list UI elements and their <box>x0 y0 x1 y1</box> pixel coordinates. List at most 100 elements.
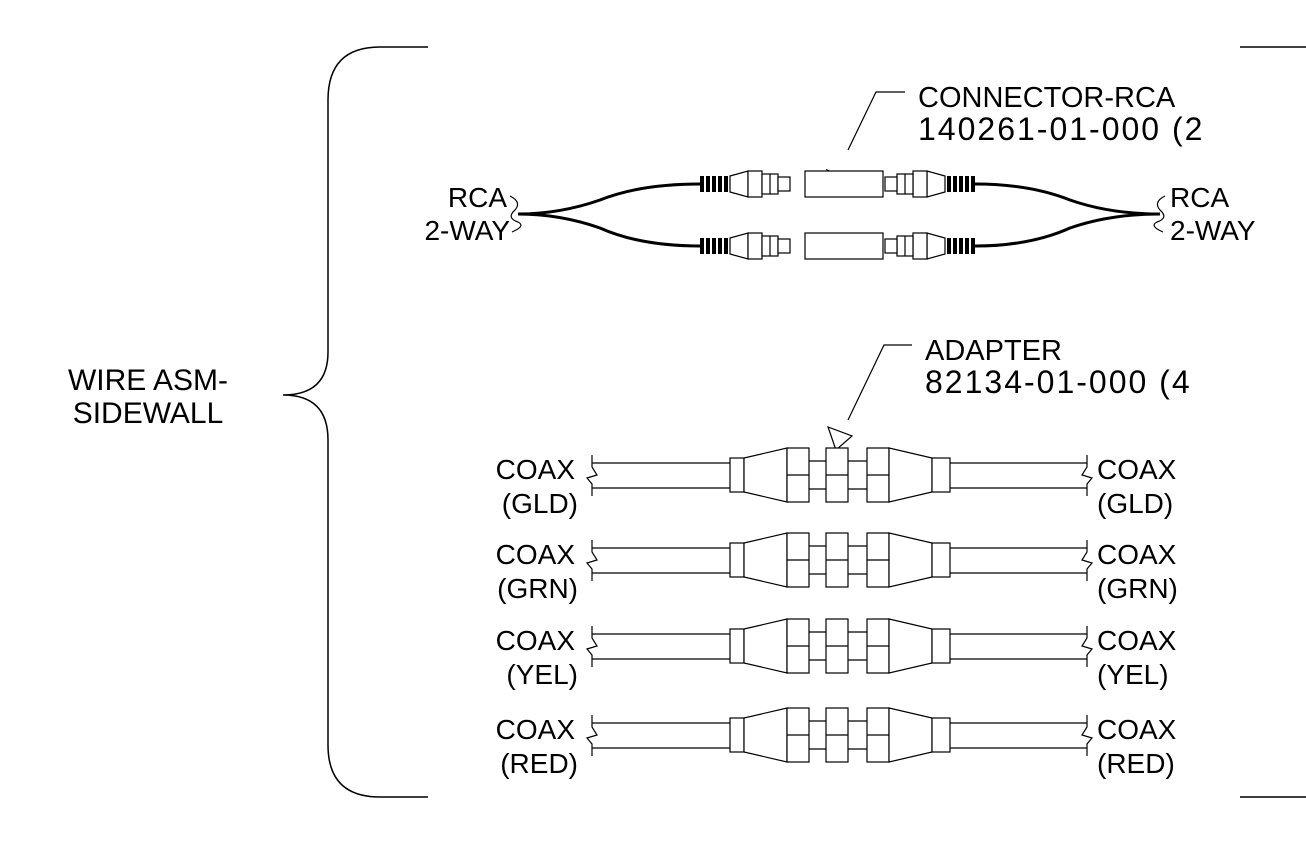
adapter-end-left <box>729 628 745 664</box>
adapter-taper-left <box>743 532 788 588</box>
plug-rib <box>959 176 963 192</box>
coax-cable-left <box>592 633 730 660</box>
plug-pin <box>884 176 898 192</box>
rca-callout-leader <box>847 91 905 151</box>
coax-row: COAX(RED)COAX(RED) <box>496 707 1177 779</box>
adapter-callout-leader <box>847 344 912 421</box>
group-label-line2: SIDEWALL <box>73 397 224 430</box>
plug-grip <box>912 232 928 260</box>
adapter-end-right <box>931 542 951 578</box>
rca-wire-right <box>974 182 1161 248</box>
plug-rib <box>712 238 716 254</box>
coax-right-break <box>1081 626 1094 667</box>
rca-plug <box>884 232 975 260</box>
plug-rib <box>706 238 710 254</box>
plug-rib <box>947 238 951 254</box>
adapter-end-right <box>931 628 951 664</box>
adapter-taper-left <box>743 447 788 503</box>
right-bracket <box>1240 46 1306 798</box>
coax-left-label: COAX <box>496 454 576 485</box>
rca-coupler <box>804 232 884 260</box>
coax-right-break <box>1081 715 1094 756</box>
coax-right-color: (GRN) <box>1097 573 1178 604</box>
rca-cable-assembly <box>517 170 1161 260</box>
plug-rib <box>724 238 728 254</box>
adapter-taper-left <box>743 618 788 674</box>
coax-right-color: (RED) <box>1097 748 1175 779</box>
plug-rib <box>712 176 716 192</box>
coax-row: COAX(YEL)COAX(YEL) <box>496 618 1177 690</box>
coax-right-break <box>1081 455 1094 496</box>
adapter-taper-left <box>743 707 788 763</box>
rca-callout-part: 140261-01-000 (2 <box>918 111 1204 147</box>
coax-cable-left <box>592 547 730 574</box>
rca-left-line1: RCA <box>448 182 507 213</box>
adapter-neck <box>809 720 867 750</box>
rca-plug <box>700 232 791 260</box>
plug-rib <box>718 176 722 192</box>
rca-left-break-mark <box>509 195 522 233</box>
coax-left-break <box>585 715 598 756</box>
plug-grip <box>747 232 763 260</box>
plug-rib <box>953 238 957 254</box>
adapter-callout-part: 82134-01-000 (4 <box>925 364 1192 400</box>
plug-grip <box>912 170 928 198</box>
plug-rib <box>706 176 710 192</box>
plug-rib <box>959 238 963 254</box>
coax-right-label: COAX <box>1097 454 1177 485</box>
plug-pin <box>777 176 791 192</box>
adapter-callout-arrowhead <box>827 425 854 452</box>
coax-right-break <box>1081 540 1094 581</box>
rca-callout-name: CONNECTOR-RCA <box>918 82 1176 114</box>
plug-rib <box>700 238 704 254</box>
coax-cable-right <box>950 547 1087 574</box>
plug-taper <box>926 232 946 260</box>
rca-left-line2: 2-WAY <box>424 215 510 246</box>
adapter-taper-right <box>888 707 933 763</box>
adapter-neck <box>809 460 867 490</box>
coax-cable-left <box>592 722 730 749</box>
rca-plug <box>884 170 975 198</box>
plug-pin <box>777 238 791 254</box>
plug-taper <box>729 232 749 260</box>
plug-rib <box>947 176 951 192</box>
coax-left-break <box>585 540 598 581</box>
adapter-neck <box>809 545 867 575</box>
coax-left-color: (GRN) <box>497 573 578 604</box>
coax-left-label: COAX <box>496 714 576 745</box>
coax-cable-left <box>592 462 730 489</box>
coax-cable-assemblies: COAX(GLD)COAX(GLD)COAX(GRN)COAX(GRN)COAX… <box>496 447 1178 779</box>
adapter-end-left <box>729 542 745 578</box>
adapter-end-left <box>729 717 745 753</box>
coax-left-color: (GLD) <box>502 488 578 519</box>
adapter-taper-right <box>888 447 933 503</box>
adapter-taper-right <box>888 532 933 588</box>
coax-cable-right <box>950 633 1087 660</box>
rca-plug <box>700 170 791 198</box>
plug-rib <box>965 238 969 254</box>
coax-left-break <box>585 455 598 496</box>
coax-row: COAX(GRN)COAX(GRN) <box>496 532 1178 604</box>
adapter-end-right <box>931 457 951 493</box>
adapter-end-left <box>729 457 745 493</box>
plug-rib <box>724 176 728 192</box>
group-label-line1: WIRE ASM- <box>68 364 228 397</box>
coax-right-color: (YEL) <box>1097 659 1169 690</box>
group-brace <box>282 46 428 798</box>
plug-rib <box>953 176 957 192</box>
coax-right-color: (GLD) <box>1097 488 1173 519</box>
plug-pin <box>884 238 898 254</box>
plug-taper <box>729 170 749 198</box>
plug-taper <box>926 170 946 198</box>
plug-rib <box>971 238 975 254</box>
adapter-taper-right <box>888 618 933 674</box>
coax-right-label: COAX <box>1097 625 1177 656</box>
coax-left-break <box>585 626 598 667</box>
adapter-end-right <box>931 717 951 753</box>
rca-right-line1: RCA <box>1170 182 1229 213</box>
rca-wire-left <box>517 182 701 248</box>
coax-left-color: (RED) <box>500 748 578 779</box>
coax-cable-right <box>950 722 1087 749</box>
plug-rib <box>700 176 704 192</box>
